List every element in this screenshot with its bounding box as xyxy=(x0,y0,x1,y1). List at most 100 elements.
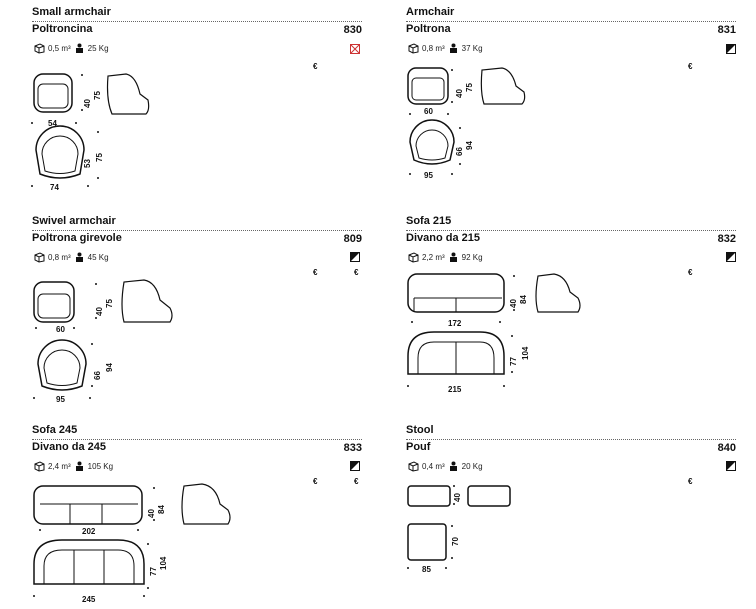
product-code: 809 xyxy=(343,233,362,245)
product-swivel-armchair: Swivel armchair Poltrona girevole 809 xyxy=(32,215,362,245)
dim-height: 84 xyxy=(519,295,528,304)
divider xyxy=(32,439,362,440)
dim-height: 75 xyxy=(93,91,102,100)
title-it: Poltrona xyxy=(406,23,451,35)
dim-seat-height: 40 xyxy=(147,509,156,518)
title-it: Divano da 215 xyxy=(406,232,480,244)
dim-height: 75 xyxy=(105,299,114,308)
price-euro-2: € xyxy=(354,268,359,277)
dim-seat-height: 40 xyxy=(83,99,92,108)
weight-icon xyxy=(75,43,83,53)
title-it: Poltroncina xyxy=(32,23,93,35)
box-icon xyxy=(34,43,45,54)
drawing-small-armchair: 54 40 75 74 53 75 xyxy=(31,73,150,192)
title-it: Divano da 245 xyxy=(32,441,106,453)
fabric-swatch-icon xyxy=(726,44,736,54)
product-code: 830 xyxy=(343,24,362,36)
dim-plan-height: 94 xyxy=(105,363,114,372)
dim-width: 172 xyxy=(448,319,462,328)
dim-plan-depth: 66 xyxy=(455,147,464,156)
title-it: Poltrona girevole xyxy=(32,232,122,244)
weight-icon xyxy=(75,461,83,471)
price-euro: € xyxy=(688,477,693,486)
weight: 92 Kg xyxy=(461,253,483,262)
drawing-armchair: 60 40 75 95 66 94 xyxy=(407,67,526,180)
dim-width: 60 xyxy=(424,107,433,116)
box-icon xyxy=(408,461,419,472)
drawing-swivel-armchair: 60 40 75 95 66 94 xyxy=(33,279,173,404)
fabric-swatch-icon xyxy=(350,461,360,471)
divider xyxy=(406,21,736,22)
price-euro-2: € xyxy=(354,477,359,486)
price-euro: € xyxy=(688,268,693,277)
dim-plan-width: 95 xyxy=(56,395,65,404)
dim-plan-height: 94 xyxy=(465,141,474,150)
dim-seat-height: 40 xyxy=(455,89,464,98)
title-en: Small armchair xyxy=(32,6,111,18)
weight-icon xyxy=(449,461,457,471)
dim-plan-width: 85 xyxy=(422,565,431,574)
dim-plan-depth: 77 xyxy=(149,567,158,576)
weight-icon xyxy=(449,43,457,53)
dim-plan-depth: 66 xyxy=(93,371,102,380)
volume: 0,8 m³ xyxy=(48,253,71,262)
box-icon xyxy=(408,43,419,54)
title-en: Armchair xyxy=(406,6,455,18)
unavailable-swatch-icon xyxy=(350,44,360,54)
weight: 105 Kg xyxy=(87,462,114,471)
specs: 0,8 m³ 45 Kg xyxy=(34,252,109,263)
dim-plan-depth: 70 xyxy=(451,537,460,546)
product-armchair: Armchair Poltrona 831 xyxy=(406,6,736,36)
dim-seat-height: 40 xyxy=(453,493,462,502)
box-icon xyxy=(34,252,45,263)
weight: 37 Kg xyxy=(461,44,483,53)
volume: 0,5 m³ xyxy=(48,44,71,53)
weight: 25 Kg xyxy=(87,44,109,53)
fabric-swatch-icon xyxy=(726,461,736,471)
weight-icon xyxy=(75,252,83,262)
dim-height: 75 xyxy=(465,83,474,92)
box-icon xyxy=(34,461,45,472)
price-euro: € xyxy=(313,268,318,277)
dim-plan-depth: 53 xyxy=(83,159,92,168)
product-code: 832 xyxy=(717,233,736,245)
weight: 45 Kg xyxy=(87,253,109,262)
drawing-stool: 40 70 85 xyxy=(407,485,511,574)
volume: 0,8 m³ xyxy=(422,44,445,53)
dim-plan-height: 75 xyxy=(95,153,104,162)
product-stool: Stool Pouf 840 xyxy=(406,424,736,454)
divider xyxy=(406,230,736,231)
dim-plan-height: 104 xyxy=(521,346,530,360)
title-en: Sofa 215 xyxy=(406,215,452,227)
volume: 2,4 m³ xyxy=(48,462,71,471)
price-euro: € xyxy=(313,477,318,486)
dim-seat-height: 40 xyxy=(509,299,518,308)
weight-icon xyxy=(449,252,457,262)
volume: 2,2 m³ xyxy=(422,253,445,262)
specs: 0,5 m³ 25 Kg xyxy=(34,43,109,54)
dim-seat-height: 40 xyxy=(95,307,104,316)
product-code: 840 xyxy=(717,442,736,454)
price-euro: € xyxy=(313,62,318,71)
divider xyxy=(406,439,736,440)
product-sofa-215: Sofa 215 Divano da 215 832 xyxy=(406,215,736,245)
dim-width: 202 xyxy=(82,527,96,536)
specs: 0,8 m³ 37 Kg xyxy=(408,43,483,54)
specs: 0,4 m³ 20 Kg xyxy=(408,461,483,472)
title-it: Pouf xyxy=(406,441,431,453)
price-euro: € xyxy=(688,62,693,71)
drawing-sofa-245: 202 40 84 245 77 104 xyxy=(33,483,231,604)
product-code: 833 xyxy=(343,442,362,454)
specs: 2,4 m³ 105 Kg xyxy=(34,461,113,472)
dim-plan-height: 104 xyxy=(159,556,168,570)
title-en: Stool xyxy=(406,424,434,436)
fabric-swatch-icon xyxy=(350,252,360,262)
drawing-sofa-215: 172 40 84 215 77 104 xyxy=(407,273,581,394)
dim-width: 60 xyxy=(56,325,65,334)
product-small-armchair: Small armchair Poltroncina 830 xyxy=(32,6,362,36)
dim-plan-width: 95 xyxy=(424,171,433,180)
product-code: 831 xyxy=(717,24,736,36)
title-en: Sofa 245 xyxy=(32,424,78,436)
weight: 20 Kg xyxy=(461,462,483,471)
title-en: Swivel armchair xyxy=(32,215,116,227)
